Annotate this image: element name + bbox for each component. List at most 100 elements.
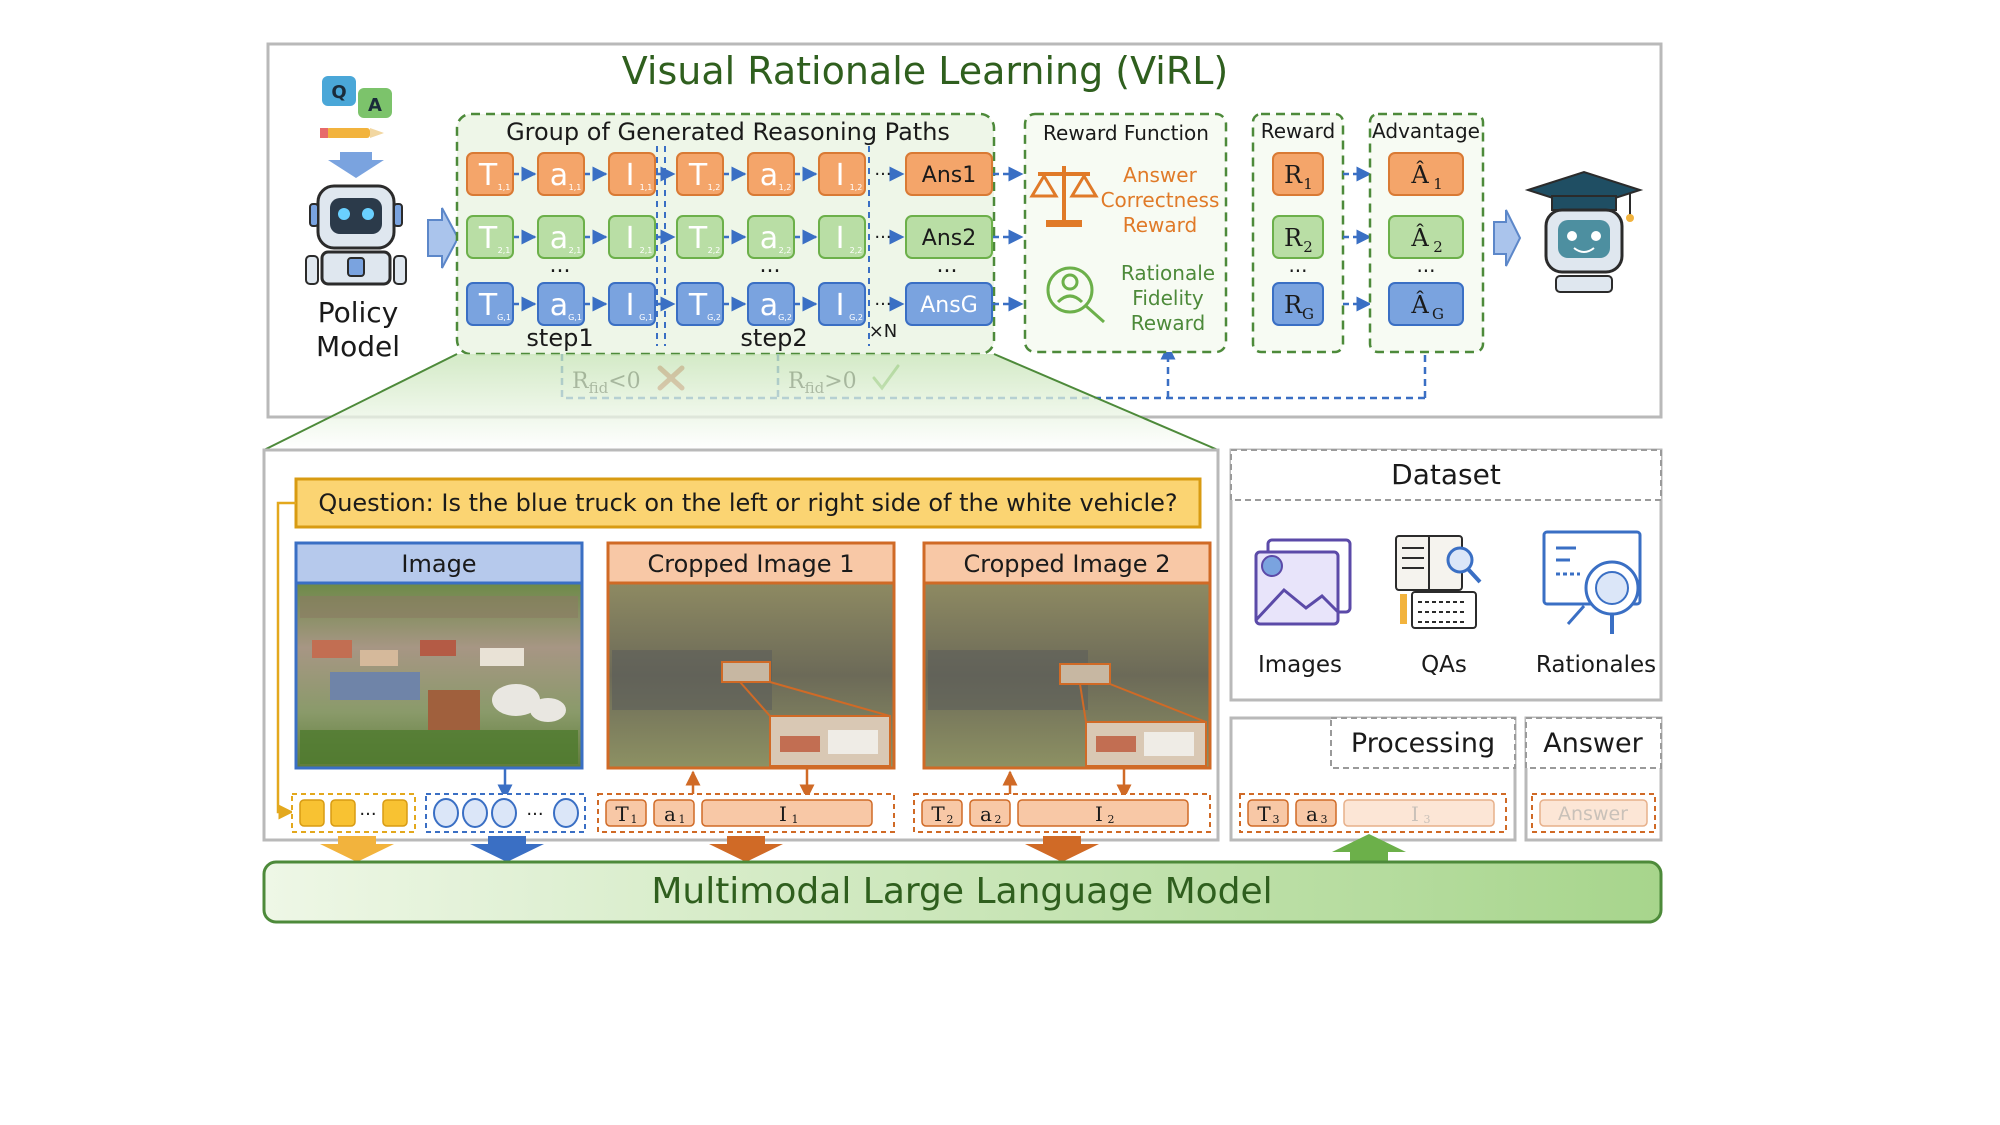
advantage-token-sub: 2 <box>1433 238 1443 256</box>
reasoning-token-sub: 1,1 <box>569 183 582 192</box>
step-token <box>921 799 963 827</box>
answer-reward-line-1: Answer <box>1123 163 1197 187</box>
reasoning-token <box>608 215 656 259</box>
reward-token-sub: 1 <box>1303 175 1313 193</box>
reasoning-token-sub: G,1 <box>497 313 511 322</box>
reasoning-token-label: I <box>626 158 635 193</box>
step-token-sub: 1 <box>679 813 686 826</box>
question-box <box>294 477 1202 529</box>
row-ellipsis-1: ... <box>550 253 571 278</box>
answer-token <box>905 282 993 326</box>
svg-text:Q: Q <box>331 82 346 103</box>
image-tokens-ellipsis: ··· <box>526 804 543 825</box>
crop1-label: Cropped Image 1 <box>648 550 855 578</box>
down-arrow-orange-1 <box>709 836 783 862</box>
reasoning-token <box>747 282 795 326</box>
reward-token-label: R <box>1284 161 1303 189</box>
zoom-funnel <box>264 354 1218 450</box>
down-arrow-icon <box>328 152 384 178</box>
processing-title: Processing <box>1351 728 1495 759</box>
question-tokens-ellipsis: ··· <box>359 804 376 825</box>
reward-title: Reward <box>1261 119 1335 143</box>
step-token-sub: 1 <box>631 813 638 826</box>
reasoning-token <box>818 215 866 259</box>
reasoning-token <box>747 152 795 196</box>
right-arrow-icon <box>427 207 460 269</box>
step-token-sub: 3 <box>1273 813 1280 826</box>
qas-icon <box>1395 535 1482 629</box>
processing-title-box <box>1330 717 1516 769</box>
robot-icon <box>305 184 407 286</box>
reasoning-token-sub: G,1 <box>639 313 653 322</box>
advantage-token-sub: 1 <box>1433 175 1443 193</box>
mllm-label: Multimodal Large Language Model <box>651 871 1272 912</box>
dataset-item-qas: QAs <box>1421 652 1467 678</box>
advantage-ellipsis: ... <box>1416 253 1435 277</box>
scale-icon <box>1029 166 1099 227</box>
step-token <box>701 799 873 827</box>
town-photo <box>294 581 584 770</box>
answer-token <box>905 215 993 259</box>
reward-token-label: R <box>1284 291 1303 319</box>
step-token-label: T <box>615 802 629 826</box>
reward-token-label: R <box>1284 224 1303 252</box>
reasoning-token <box>747 215 795 259</box>
reasoning-token-sub: 2,2 <box>708 246 721 255</box>
reasoning-token-label: a <box>760 288 778 323</box>
answer-reward-line-3: Reward <box>1123 213 1197 237</box>
step2-label: step2 <box>740 324 807 352</box>
step-token-label: T <box>1257 802 1271 826</box>
reasoning-token-sub: 2,1 <box>569 246 582 255</box>
step-token <box>1017 799 1189 827</box>
reasoning-token-sub: G,2 <box>849 313 863 322</box>
step-token-label: a <box>980 802 992 826</box>
answer-token <box>905 152 993 196</box>
reasoning-token-label: T <box>478 158 498 193</box>
continuation-dots: ··· <box>874 164 891 185</box>
image-label-box <box>294 541 584 585</box>
reasoning-token <box>466 215 514 259</box>
policy-model-label-2: Model <box>316 330 400 363</box>
step-token-label: a <box>664 802 676 826</box>
magnifier-people-icon <box>1046 266 1105 324</box>
qa-chat-icon: Q A <box>320 76 392 138</box>
step-token-label: I <box>779 802 787 826</box>
reward-ellipsis: ... <box>1288 253 1307 277</box>
reasoning-token-label: I <box>836 158 845 193</box>
row-ellipsis-3: ... <box>937 253 958 278</box>
continuation-dots: ··· <box>874 227 891 248</box>
advantage-token <box>1388 282 1464 326</box>
reasoning-token-sub: G,2 <box>707 313 721 322</box>
reasoning-token <box>676 152 724 196</box>
advantage-token <box>1388 215 1464 259</box>
reward-token <box>1272 282 1324 326</box>
reasoning-token-label: a <box>550 158 568 193</box>
reasoning-token-sub: 2,1 <box>640 246 653 255</box>
step-token-sub: 2 <box>947 813 954 826</box>
step-token-label: I <box>1411 802 1419 826</box>
dataset-item-images: Images <box>1258 652 1342 678</box>
reasoning-token <box>818 152 866 196</box>
graduate-robot-icon <box>1524 170 1644 293</box>
rationales-icon <box>1542 530 1642 634</box>
step-token <box>605 799 647 827</box>
step-token <box>1247 799 1289 827</box>
step-token-sub: 3 <box>1321 813 1328 826</box>
dataset-title: Dataset <box>1391 458 1501 491</box>
step-token <box>1295 799 1337 827</box>
answer-token-label: Ans2 <box>922 226 976 251</box>
reasoning-token-sub: 1,1 <box>640 183 653 192</box>
step-token <box>653 799 695 827</box>
crop2-label: Cropped Image 2 <box>964 550 1171 578</box>
reasoning-token-label: I <box>626 288 635 323</box>
dataset-title-box <box>1230 449 1662 501</box>
image-label: Image <box>401 550 476 578</box>
crop1-photo <box>606 581 896 770</box>
crop1-label-box <box>606 541 896 585</box>
fidelity-reward-line-2: Fidelity <box>1132 286 1204 310</box>
